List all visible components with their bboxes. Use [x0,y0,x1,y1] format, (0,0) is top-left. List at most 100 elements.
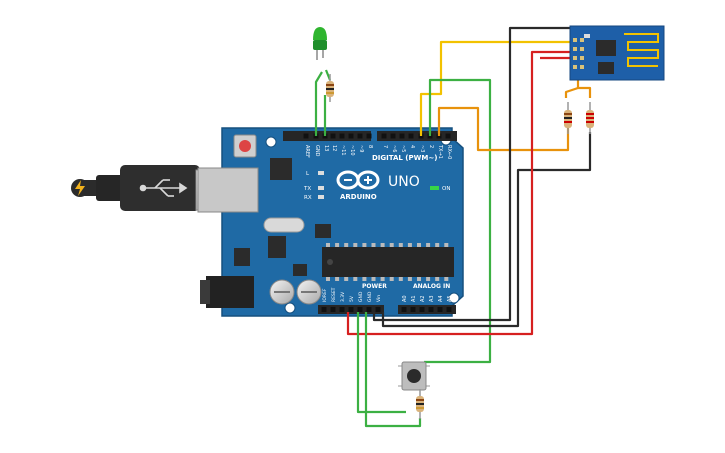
analog-pin-label: A4 [438,295,444,302]
led-resistor[interactable] [326,74,334,102]
pin-hole[interactable] [390,133,396,139]
pin-hole[interactable] [366,133,372,139]
pin-hole[interactable] [408,133,414,139]
top-pin-label: ~6 [391,145,397,152]
pin-hole[interactable] [375,307,381,312]
analog-pin-label: A2 [420,295,426,302]
pin-hole[interactable] [399,133,405,139]
wire-led-gnd[interactable] [314,71,323,136]
green-led[interactable] [313,27,327,60]
pin-hole[interactable] [437,307,443,312]
atmega-microcontroller [322,243,454,281]
analog-label: ANALOG IN [413,283,450,290]
digital-header-right [377,131,457,141]
reset-button-cap[interactable] [239,140,251,152]
esp-chip [596,40,616,56]
wire-black-gnd-esp[interactable] [372,26,574,322]
wire-orange-esp[interactable] [564,86,592,98]
esp-pin[interactable] [573,38,577,42]
pin-hole[interactable] [339,133,345,139]
led-label-rx: RX [304,195,312,201]
top-pin-label: 7 [382,145,388,148]
pin-hole[interactable] [410,307,416,312]
wire-yellow-tx[interactable] [419,40,574,136]
pin-hole[interactable] [348,307,354,312]
analog-pin-label: A5 [447,295,453,302]
usb-icon [139,179,188,197]
power-jack [206,276,254,308]
button-resistor[interactable] [416,389,424,419]
pin-hole[interactable] [339,307,345,312]
top-pin-label: ~5 [400,145,406,152]
pin-hole[interactable] [321,307,327,312]
top-pin-label: TX→1 [437,144,443,159]
top-pin-label: RX←0 [446,145,452,159]
lightning-icon [71,179,89,197]
led-label-l: L [306,171,310,177]
esp-pin[interactable] [573,47,577,51]
brand-text: ARDUINO [340,193,377,201]
power-pin-label: 3.3V [340,291,346,302]
esp-pin[interactable] [580,38,584,42]
analog-pin-label: A3 [429,295,435,302]
top-pin-label: ~10 [349,145,355,156]
pushbutton[interactable] [398,361,430,391]
esp8266-module[interactable] [569,25,665,81]
pin-hole[interactable] [357,133,363,139]
divider-resistor-2[interactable] [586,102,594,134]
power-led [430,186,439,190]
regulator-small [268,236,286,258]
wire-button-5v[interactable] [356,312,406,414]
top-pin-label: ~3 [419,145,425,152]
esp-pin[interactable] [573,65,577,69]
usb-controller-chip [270,158,292,180]
power-pin-label: 5V [349,295,355,302]
wires [314,26,592,428]
pin-hole[interactable] [303,133,309,139]
crystal-oscillator [263,217,305,233]
wire-green-button[interactable] [424,78,492,364]
top-pin-label: GND [314,145,320,157]
small-chip [293,264,307,276]
pin-hole[interactable] [428,307,434,312]
wire-red-33v[interactable] [346,50,574,336]
power-pin-label: RESET [331,287,337,302]
pin-hole[interactable] [401,307,407,312]
divider-resistor-1[interactable] [564,102,572,134]
button-cap[interactable] [407,369,421,383]
wire-orange-rx[interactable] [437,106,570,152]
pin-hole[interactable] [446,307,452,312]
pin-hole[interactable] [366,307,372,312]
pin-hole[interactable] [419,307,425,312]
pin-hole[interactable] [381,133,387,139]
pin-hole[interactable] [348,133,354,139]
top-pin-label: ~11 [340,145,346,156]
wire-button-gnd[interactable] [364,312,422,428]
power-pin-label: GND [358,291,364,302]
status-leds: L TX RX [303,171,324,201]
top-pin-label: 8 [367,145,373,148]
top-pin-label: 12 [331,145,337,151]
wire-black-gnd-divider[interactable] [381,132,592,328]
esp-pin[interactable] [580,47,584,51]
esp-pin[interactable] [573,56,577,60]
top-pin-label: 4 [409,145,415,148]
model-text: UNO [388,174,420,190]
mount-hole [284,302,296,314]
pin-hole[interactable] [330,133,336,139]
esp-pin[interactable] [580,65,584,69]
pin-hole[interactable] [445,133,451,139]
pin-hole[interactable] [357,307,363,312]
power-pin-label: IOREF [322,288,328,302]
on-label: ON [442,186,450,192]
mount-hole [265,136,277,148]
top-pin-label: 13 [323,145,329,151]
pin-hole[interactable] [330,307,336,312]
digital-label: DIGITAL (PWM~) [372,154,437,162]
esp-pin[interactable] [580,56,584,60]
antenna-trace-icon [624,33,659,67]
power-pin-label: Vin [376,295,382,302]
top-pin-label: ~9 [358,145,364,152]
